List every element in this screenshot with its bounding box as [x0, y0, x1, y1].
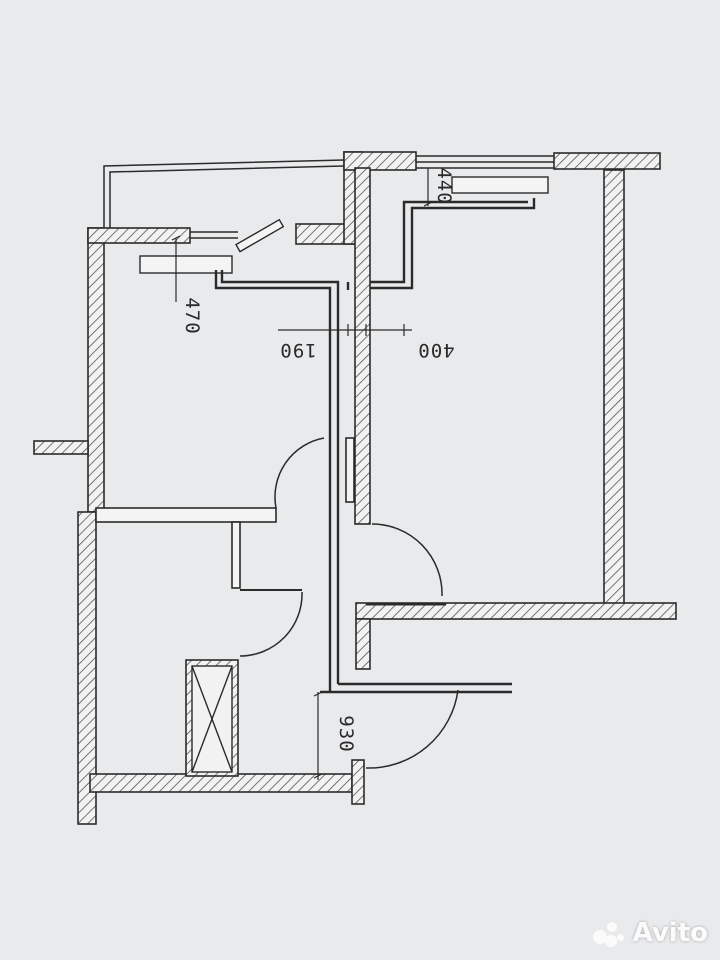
- partition-jamb-b: [345, 437, 355, 503]
- wall-bottom-end: [351, 759, 365, 805]
- door-swing-bath: [365, 689, 459, 769]
- door-swing-wc: [239, 591, 303, 657]
- door-swing-room: [371, 523, 443, 597]
- wall-top-left: [87, 227, 191, 244]
- wall-center-upper: [354, 167, 371, 525]
- shaft-line-right: [370, 198, 536, 290]
- wall-left-upper: [87, 227, 105, 513]
- radiator-left: [139, 255, 233, 274]
- dim-label-440: 440: [433, 167, 455, 204]
- wall-bath-top: [355, 602, 677, 620]
- dim-label-930: 930: [335, 715, 357, 752]
- wall-top-right: [553, 152, 661, 170]
- wall-left-stub: [33, 440, 89, 455]
- partition-horizontal: [95, 507, 277, 523]
- wall-top-center: [343, 151, 417, 171]
- radiator-right: [451, 176, 549, 194]
- avito-logo-icon: [592, 918, 627, 948]
- avito-watermark-text: Avito: [632, 918, 708, 948]
- avito-watermark: Avito: [592, 918, 708, 948]
- wall-right: [603, 169, 625, 605]
- door-swing-hall: [274, 437, 325, 509]
- dim-label-400: 400: [417, 339, 454, 361]
- balcony-outline: [103, 159, 345, 228]
- dim-label-470: 470: [181, 297, 203, 334]
- dim-label-190: 190: [279, 339, 316, 361]
- wall-left-lower: [77, 511, 97, 825]
- wall-bath-left: [355, 618, 371, 670]
- shaft-line-left: [214, 270, 332, 692]
- partition-jamb-a: [231, 521, 241, 589]
- door-leaf-small: [235, 218, 285, 253]
